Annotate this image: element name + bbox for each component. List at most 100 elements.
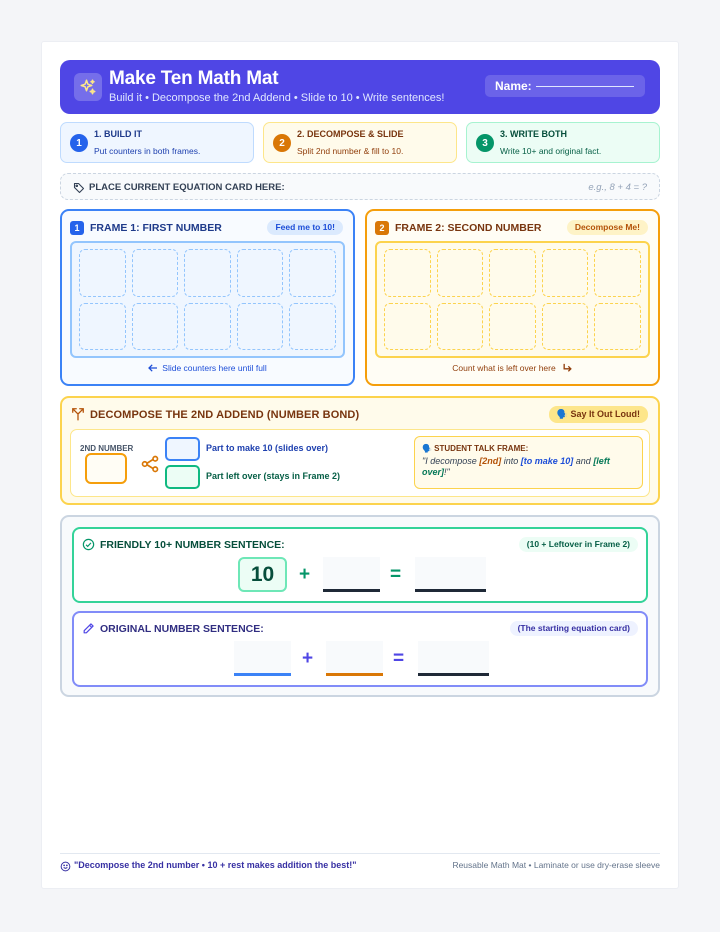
frame-note: Count what is left over here — [367, 363, 658, 373]
talk-frame-title: 🗣️ STUDENT TALK FRAME: — [422, 444, 529, 453]
say-it-pill: 🗣️ Say It Out Loud! — [548, 406, 648, 423]
step-number: 2 — [273, 134, 291, 152]
footer-quote: "Decompose the 2nd number • 10 + rest ma… — [74, 860, 357, 870]
decompose-section: DECOMPOSE THE 2ND ADDEND (NUMBER BOND) 🗣… — [60, 396, 660, 505]
equation-card-slot[interactable]: PLACE CURRENT EQUATION CARD HERE: e.g., … — [60, 173, 660, 200]
ten-frame-cell[interactable] — [289, 302, 336, 350]
footer-note: Reusable Math Mat • Laminate or use dry-… — [452, 860, 660, 870]
page-title: Make Ten Math Mat — [109, 68, 279, 89]
ten-frame-cell[interactable] — [384, 249, 431, 297]
part-left-over-label: Part left over (stays in Frame 2) — [206, 471, 341, 481]
equals-sign: = — [393, 648, 405, 669]
frame-title: FRAME 1: FIRST NUMBER — [90, 222, 222, 234]
frame-pill: Decompose Me! — [566, 220, 648, 235]
step-description: Put counters in both frames. — [94, 146, 201, 156]
talk-blank-left-over: [left over] — [422, 456, 610, 477]
equation-slot-label: PLACE CURRENT EQUATION CARD HERE: — [89, 182, 285, 193]
ten-frame-grid — [70, 241, 345, 358]
step-title: 1. BUILD IT — [94, 129, 143, 139]
ten-frame-cell[interactable] — [436, 302, 484, 350]
step-description: Write 10+ and original fact. — [500, 146, 602, 156]
ten-frame-cell[interactable] — [541, 249, 589, 297]
decompose-title: DECOMPOSE THE 2ND ADDEND (NUMBER BOND) — [90, 409, 360, 421]
step-number: 3 — [476, 134, 494, 152]
talk-text: into — [501, 456, 521, 466]
step-decompose: 2 2. DECOMPOSE & SLIDE Split 2nd number … — [263, 122, 457, 163]
page-subtitle: Build it • Decompose the 2nd Addend • Sl… — [109, 92, 445, 104]
first-addend-blank[interactable] — [234, 641, 291, 676]
number-bond-label: 2ND NUMBER — [80, 444, 134, 453]
ten-frame-cell[interactable] — [436, 249, 484, 297]
ten-frame-cell[interactable] — [289, 249, 336, 297]
talk-text: "I decompose — [422, 456, 480, 466]
frame-note-text: Count what is left over here — [452, 363, 556, 373]
ten-frame-cell[interactable] — [489, 302, 536, 350]
smile-icon — [60, 859, 71, 877]
frame-first-number: 1 FRAME 1: FIRST NUMBER Feed me to 10! S… — [60, 209, 355, 386]
header-banner: Make Ten Math Mat Build it • Decompose t… — [60, 60, 660, 114]
equation-slot-hint: e.g., 8 + 4 = ? — [588, 182, 647, 193]
footer-divider — [60, 853, 660, 854]
sum-blank[interactable] — [415, 557, 486, 592]
number-sentences-section: FRIENDLY 10+ NUMBER SENTENCE: (10 + Left… — [60, 515, 660, 697]
second-addend-blank[interactable] — [326, 641, 383, 676]
sum-blank[interactable] — [418, 641, 489, 676]
step-write: 3 3. WRITE BOTH Write 10+ and original f… — [466, 122, 660, 163]
ten-frame-cell[interactable] — [79, 302, 126, 350]
number-bond-panel: 2ND NUMBER Part to make 10 (slides over)… — [70, 429, 650, 497]
original-sentence-card: ORIGINAL NUMBER SENTENCE: (The starting … — [72, 611, 648, 687]
original-sentence-pill: (The starting equation card) — [509, 621, 638, 636]
math-mat-page: Make Ten Math Mat Build it • Decompose t… — [42, 42, 678, 888]
ten-frame-cell[interactable] — [79, 249, 126, 297]
frame-badge: 2 — [375, 221, 389, 235]
step-title: 3. WRITE BOTH — [500, 129, 567, 139]
step-number: 1 — [70, 134, 88, 152]
part-to-ten-box[interactable] — [165, 437, 200, 461]
student-talk-frame: 🗣️ STUDENT TALK FRAME: "I decompose [2nd… — [414, 436, 643, 489]
friendly-sentence-title: FRIENDLY 10+ NUMBER SENTENCE: — [100, 539, 285, 551]
tag-icon — [73, 181, 85, 199]
step-title: 2. DECOMPOSE & SLIDE — [297, 129, 404, 139]
frame-title: FRAME 2: SECOND NUMBER — [395, 222, 542, 234]
frame-badge: 1 — [70, 221, 84, 235]
original-sentence-title: ORIGINAL NUMBER SENTENCE: — [100, 623, 264, 635]
ten-frame-cell[interactable] — [594, 302, 641, 350]
ten-frame-cell[interactable] — [184, 249, 231, 297]
frame-note-text: Slide counters here until full — [162, 363, 267, 373]
step-description: Split 2nd number & fill to 10. — [297, 146, 404, 156]
ten-frame-cell[interactable] — [131, 249, 179, 297]
plus-sign: + — [302, 648, 314, 669]
ten-frame-cell[interactable] — [594, 249, 641, 297]
whole-number-box[interactable] — [85, 453, 127, 484]
part-to-ten-label: Part to make 10 (slides over) — [206, 443, 329, 453]
plus-sign: + — [299, 564, 311, 585]
split-icon — [71, 407, 85, 426]
leftover-blank[interactable] — [323, 557, 380, 592]
pencil-icon — [82, 622, 95, 640]
frame-pill: Feed me to 10! — [267, 220, 343, 235]
friendly-sentence-pill: (10 + Leftover in Frame 2) — [518, 537, 638, 552]
arrow-left-icon — [148, 364, 158, 372]
branch-icon — [141, 455, 159, 478]
talk-frame-text: "I decompose [2nd] into [to make 10] and… — [422, 456, 638, 478]
ten-frame-cell[interactable] — [541, 302, 589, 350]
talk-blank-to-ten: [to make 10] — [520, 456, 574, 466]
talk-text: and — [573, 456, 594, 466]
ten-frame-cell[interactable] — [489, 249, 536, 297]
part-left-over-box[interactable] — [165, 465, 200, 489]
check-circle-icon — [82, 538, 95, 556]
friendly-sentence-card: FRIENDLY 10+ NUMBER SENTENCE: (10 + Left… — [72, 527, 648, 603]
ten-frame-cell[interactable] — [184, 302, 231, 350]
ten-frame-grid — [375, 241, 650, 358]
name-label: Name: — [495, 79, 532, 93]
ten-box: 10 — [238, 557, 287, 592]
ten-frame-cell[interactable] — [236, 249, 284, 297]
ten-frame-cell[interactable] — [384, 302, 431, 350]
corner-down-right-icon — [563, 363, 572, 372]
name-line — [536, 86, 634, 87]
ten-frame-cell[interactable] — [236, 302, 284, 350]
step-build: 1 1. BUILD IT Put counters in both frame… — [60, 122, 254, 163]
frame-second-number: 2 FRAME 2: SECOND NUMBER Decompose Me! C… — [365, 209, 660, 386]
name-field[interactable]: Name: — [485, 75, 645, 97]
ten-frame-cell[interactable] — [131, 302, 179, 350]
